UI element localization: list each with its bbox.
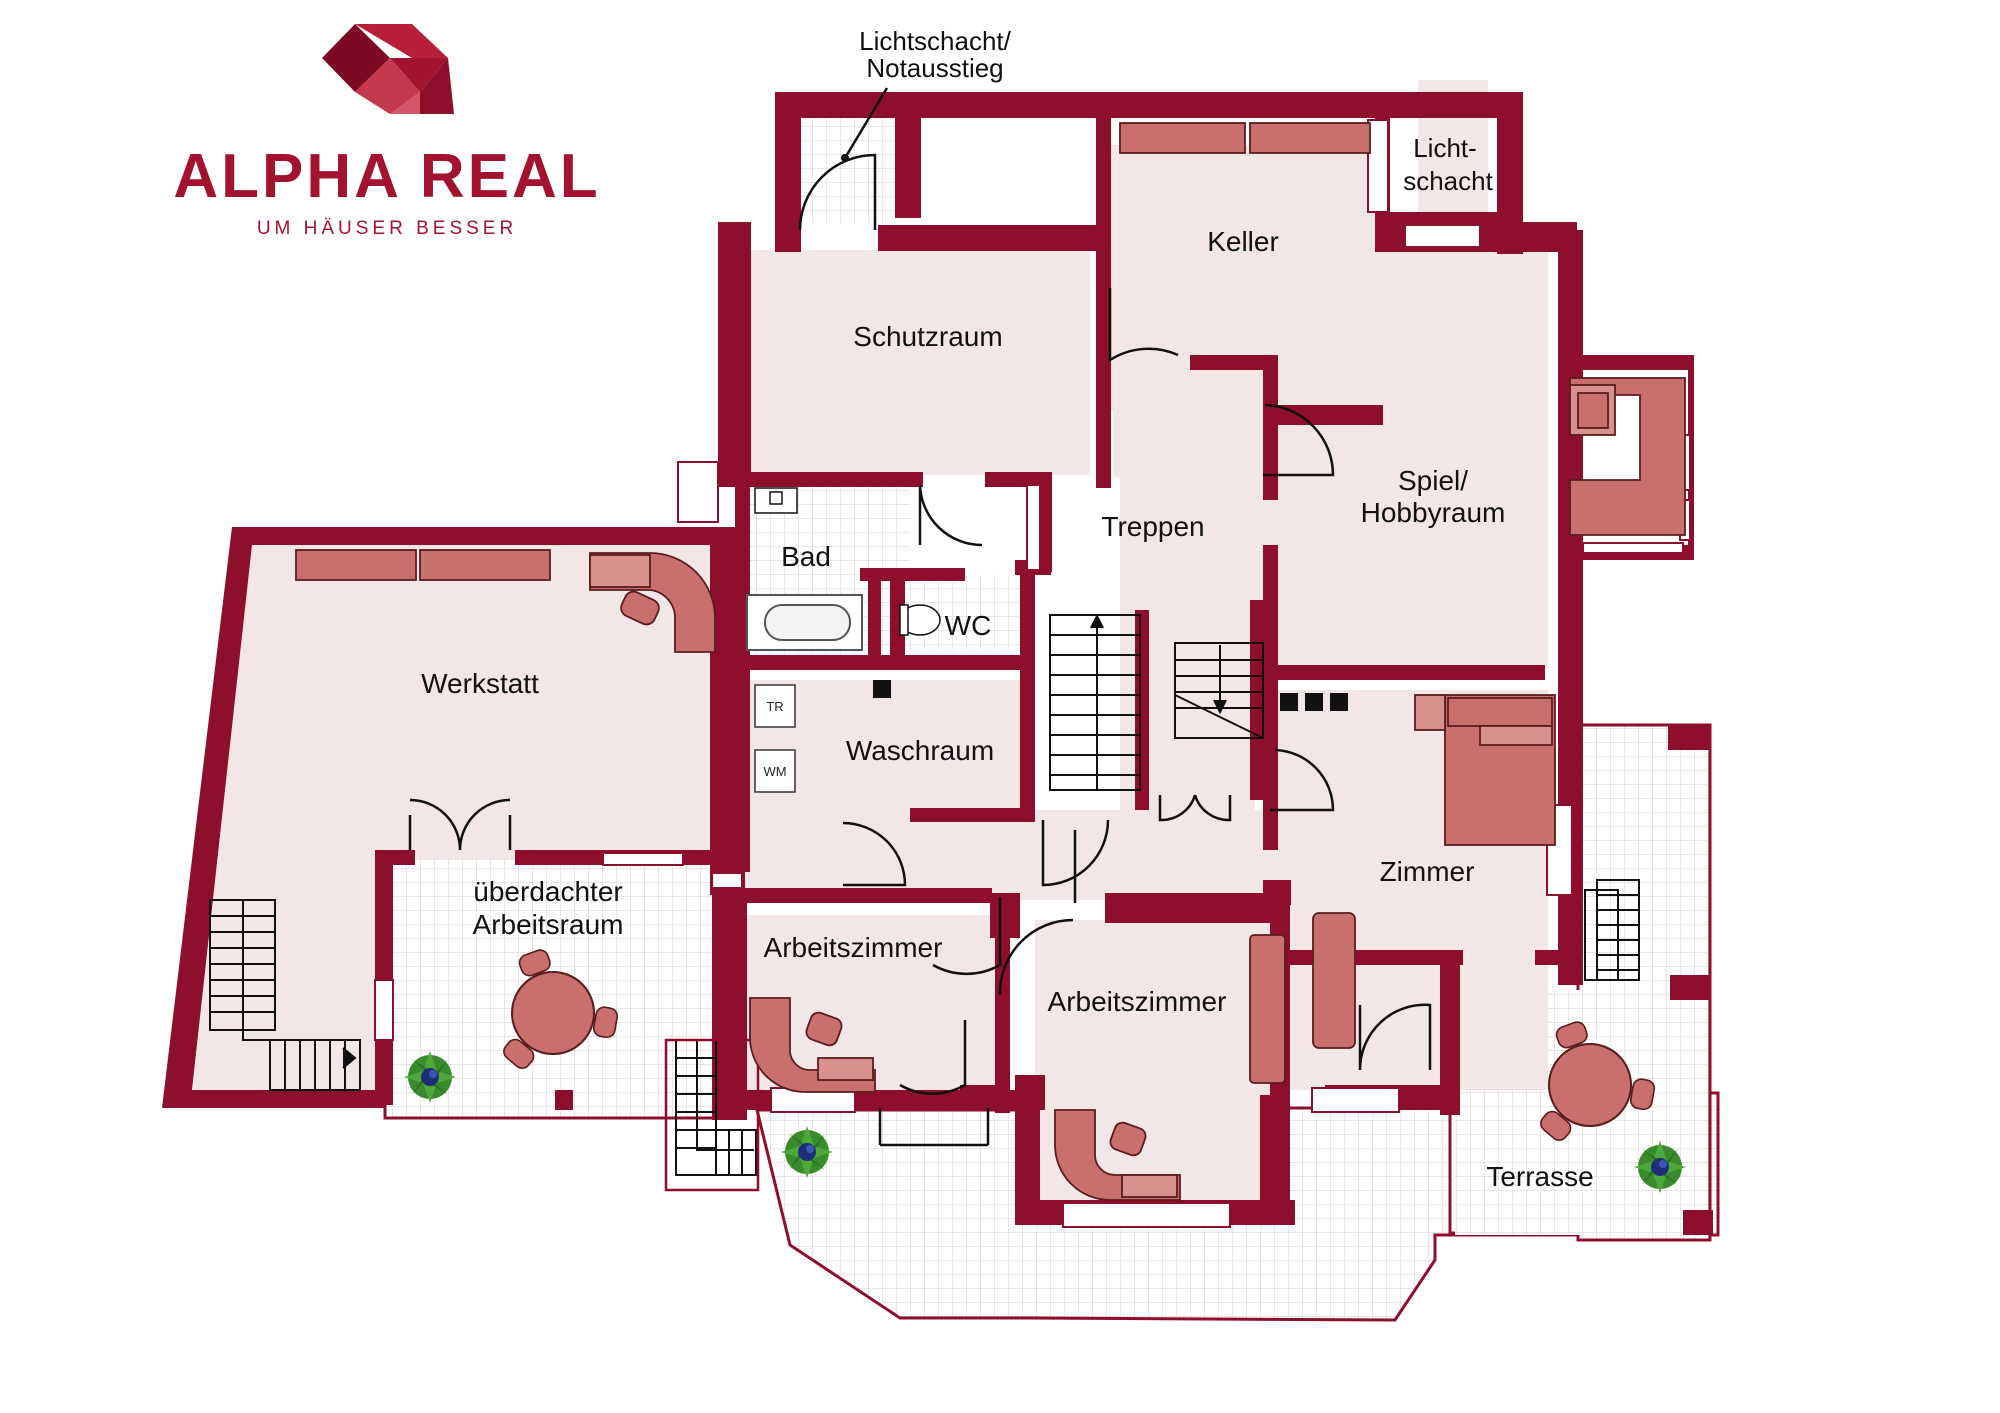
label-schutzraum: Schutzraum: [853, 321, 1002, 352]
corner-sofa-icon: [1569, 377, 1686, 536]
furniture: [295, 122, 1686, 1201]
lichtschacht-pointer: [841, 87, 889, 162]
doors: [408, 153, 1432, 1147]
washer-label: WM: [763, 764, 786, 779]
walls: [162, 92, 1713, 1235]
label-wc: WC: [945, 610, 992, 641]
label-ueberdachter-arbeitsraum-line1: überdachter: [473, 876, 622, 907]
label-treppen: Treppen: [1101, 511, 1204, 542]
sink-icon: [754, 487, 798, 514]
label-ueberdachter-arbeitsraum-line2: Arbeitsraum: [473, 909, 624, 940]
laundry-appliances: TR WM: [754, 684, 796, 793]
bathroom-fixtures: [746, 487, 941, 651]
label-arbeitszimmer-2: Arbeitszimmer: [1048, 986, 1227, 1017]
label-bad: Bad: [781, 541, 831, 572]
label-lichtschacht-notausstieg-line2: Notausstieg: [866, 53, 1003, 83]
label-lichtschacht-line1: Licht-: [1413, 133, 1477, 163]
bed-icon: [1414, 694, 1556, 846]
label-werkstatt: Werkstatt: [421, 668, 539, 699]
brand-tagline: UM HÄUSER BESSER: [257, 218, 517, 239]
dryer-appliance: [754, 684, 796, 728]
label-zimmer: Zimmer: [1380, 856, 1475, 887]
label-waschraum: Waschraum: [846, 735, 994, 766]
label-lichtschacht-line2: schacht: [1403, 166, 1493, 196]
tiled-outdoor-areas: [383, 118, 1720, 1322]
chimney-markers: [873, 680, 1348, 711]
brand-logo: ALPHA REAL UM HÄUSER BESSER: [173, 24, 600, 239]
washer-appliance: [754, 749, 796, 793]
room-labels: Lichtschacht/ Notausstieg Licht- schacht…: [421, 26, 1594, 1192]
alpha-real-diamond-logo-icon: [322, 24, 454, 114]
label-arbeitszimmer-1: Arbeitszimmer: [764, 932, 943, 963]
bathtub-icon: [746, 594, 863, 651]
toilet-icon: [899, 604, 941, 636]
label-spiel-hobbyraum-line1: Spiel/: [1398, 465, 1468, 496]
label-keller: Keller: [1207, 226, 1279, 257]
dryer-label: TR: [766, 699, 783, 714]
stairs: [209, 613, 1640, 1192]
label-lichtschacht-notausstieg-line1: Lichtschacht/: [859, 26, 1012, 56]
label-spiel-hobbyraum-line2: Hobbyraum: [1361, 497, 1506, 528]
label-terrasse: Terrasse: [1486, 1161, 1593, 1192]
brand-name: ALPHA REAL: [173, 142, 600, 211]
